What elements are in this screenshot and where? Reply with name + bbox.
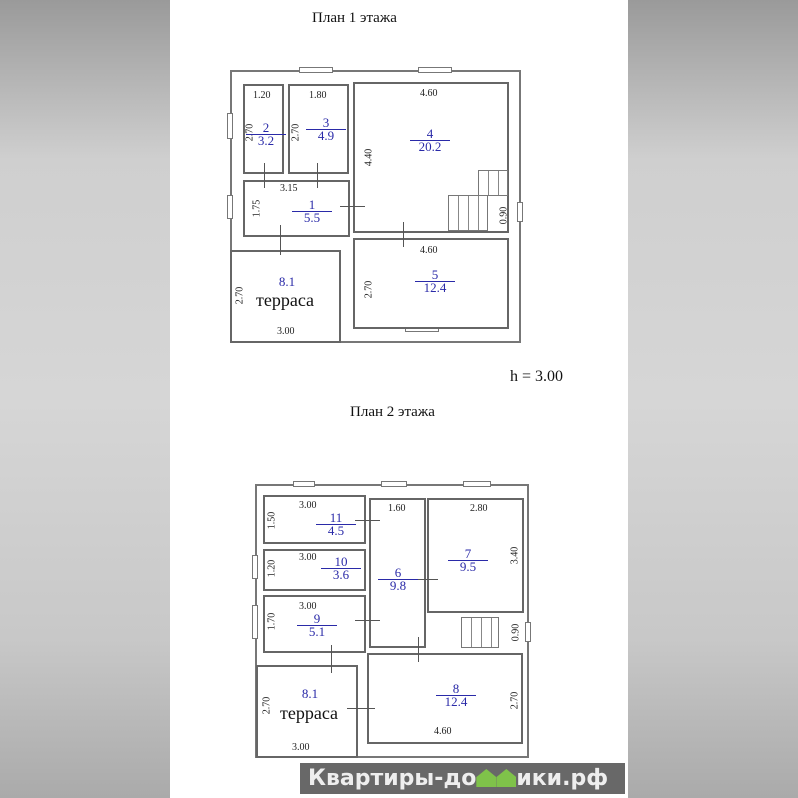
dim-label: 3.40 — [509, 546, 521, 565]
terrace-label: терраса — [256, 290, 315, 310]
blurred-background-right — [628, 0, 798, 798]
dim-label: 2.70 — [509, 691, 521, 710]
floor1-height: h = 3.00 — [510, 368, 564, 385]
door — [317, 163, 318, 188]
dim-label: 4.40 — [363, 148, 375, 167]
dim-label: 2.80 — [470, 503, 488, 514]
door — [347, 708, 375, 709]
floor2-room-6 — [369, 498, 426, 648]
door — [280, 225, 281, 255]
dim-label: 4.60 — [420, 245, 438, 256]
window — [517, 202, 523, 222]
dim-label: 3.00 — [299, 601, 317, 612]
floor2-room-9 — [263, 595, 366, 653]
window — [463, 481, 491, 487]
dim-label: 3.00 — [299, 500, 317, 511]
window — [525, 622, 531, 642]
window — [293, 481, 315, 487]
dim-label: 1.20 — [253, 90, 271, 101]
floor1-room-5 — [353, 238, 509, 329]
door — [264, 163, 265, 188]
dim-label: 2.70 — [363, 280, 375, 299]
dim-label: 3.00 — [292, 742, 310, 753]
door — [355, 620, 380, 621]
dim-label: 1.70 — [266, 612, 278, 631]
floor2-room-7 — [427, 498, 524, 613]
window — [418, 67, 452, 73]
house-icon — [476, 769, 497, 787]
floor1-stairs-upper — [478, 170, 508, 196]
window — [381, 481, 407, 487]
dim-label: 4.60 — [420, 88, 438, 99]
dim-label: 0.90 — [498, 206, 510, 225]
floor1-stairs — [448, 195, 488, 231]
dim-label: 1.20 — [266, 559, 278, 578]
dim-label: 1.50 — [266, 511, 278, 530]
blurred-background-left — [0, 0, 170, 798]
window — [227, 195, 233, 219]
dim-label: 2.70 — [234, 286, 246, 305]
window — [252, 555, 258, 579]
floor2-room-11 — [263, 495, 366, 544]
terrace-area: 8.1 — [278, 274, 296, 289]
dim-label: 2.70 — [290, 123, 302, 142]
window — [227, 113, 233, 139]
floor2-room-8 — [367, 653, 523, 744]
door — [355, 520, 380, 521]
dim-label: 3.00 — [277, 326, 295, 337]
floor1-title: План 1 этажа — [312, 10, 397, 26]
terrace-area: 8.1 — [301, 686, 319, 701]
dim-label: 1.80 — [309, 90, 327, 101]
window — [252, 605, 258, 639]
floor1-room-1 — [243, 180, 350, 237]
floor2-terrace — [256, 665, 358, 758]
floor2-room-10 — [263, 549, 366, 591]
house-icon — [496, 769, 517, 787]
dim-label: 2.70 — [261, 696, 273, 715]
door — [403, 222, 404, 247]
floor2-title: План 2 этажа — [350, 404, 435, 420]
door — [413, 579, 438, 580]
floor1-room-2 — [243, 84, 284, 174]
window — [299, 67, 333, 73]
dim-label: 3.00 — [299, 552, 317, 563]
door — [331, 645, 332, 673]
dim-label: 1.75 — [251, 199, 263, 218]
dim-label: 0.90 — [510, 623, 522, 642]
door — [340, 206, 365, 207]
floor1-terrace — [230, 250, 341, 343]
door — [418, 637, 419, 662]
dim-label: 3.15 — [280, 183, 298, 194]
terrace-label: терраса — [280, 703, 339, 723]
dim-label: 1.60 — [388, 503, 406, 514]
dim-label: 4.60 — [434, 726, 452, 737]
floor2-stairs — [461, 617, 499, 648]
